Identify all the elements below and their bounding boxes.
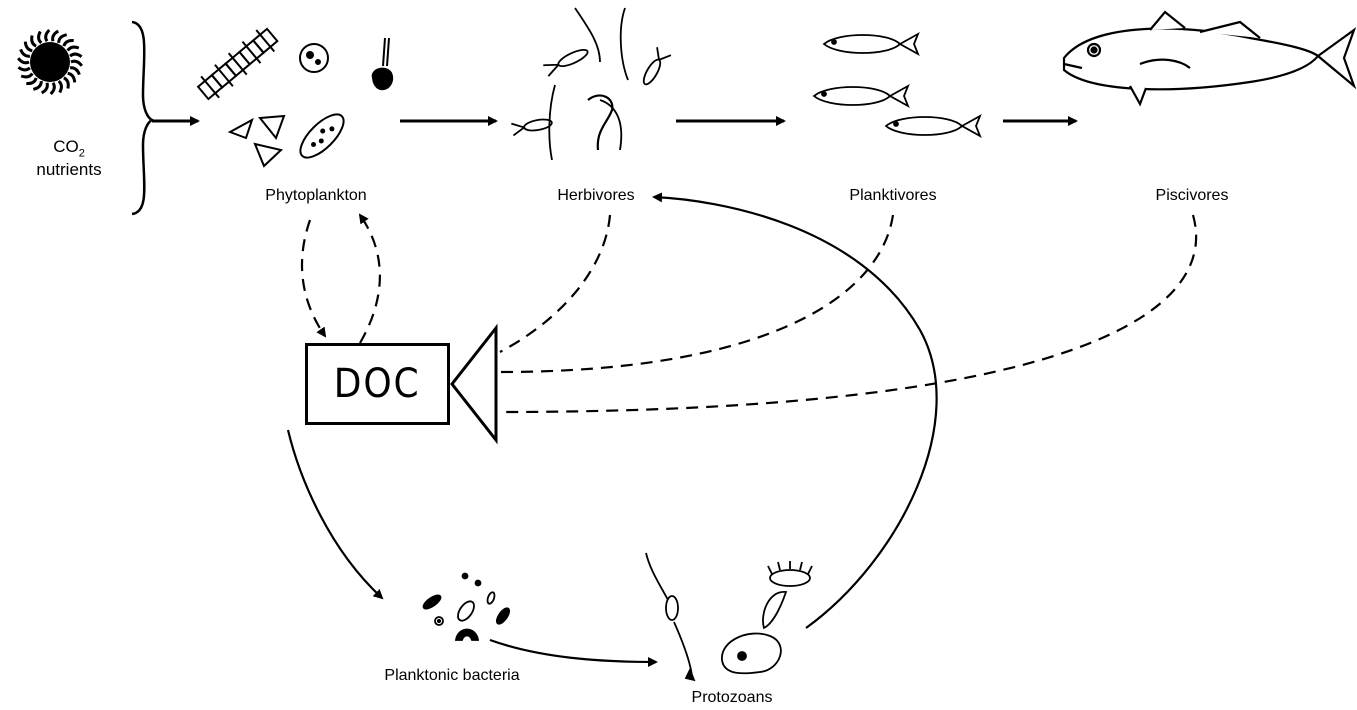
flow-herbivores-to-doc: [500, 215, 610, 352]
flow-doc-to-bacteria: [288, 430, 382, 598]
protozoans-label: Protozoans: [692, 690, 773, 706]
flow-protozoans-to-herbivores: [654, 197, 937, 628]
zooplankton-copepods-icon: [511, 8, 671, 160]
large-fish-icon: [1064, 12, 1354, 104]
nutrients-label: nutrients: [26, 160, 112, 180]
planktivores-label: Planktivores: [849, 188, 936, 204]
sun-ray: [64, 40, 74, 46]
sun-ray: [21, 73, 32, 77]
sun-ray: [32, 36, 36, 47]
protozoa-icon: [646, 553, 812, 680]
solid-flows: [288, 197, 937, 662]
sun-ray: [42, 83, 48, 93]
doc-box: DOC: [305, 343, 450, 425]
phytoplankton-label: Phytoplankton: [265, 188, 366, 204]
input-brace: [132, 22, 152, 214]
sun-ray: [18, 58, 29, 63]
bacteria-label: Planktonic bacteria: [384, 668, 519, 684]
doc-label: DOC: [334, 361, 421, 407]
small-fish-icon: [814, 34, 980, 136]
piscivores-label: Piscivores: [1156, 188, 1229, 204]
flow-bacteria-to-protozoans: [490, 640, 656, 662]
sun-ray: [39, 32, 42, 43]
sun-icon: [18, 30, 82, 94]
flow-doc-to-phytoplankton: [360, 215, 380, 343]
bacteria-icon: [422, 574, 512, 641]
herbivores-label: Herbivores: [557, 188, 634, 204]
sun-ray: [51, 83, 55, 94]
co2-subscript: 2: [79, 147, 85, 159]
sun-ray: [26, 78, 36, 84]
flow-planktivores-to-doc: [500, 215, 893, 372]
sun-ray: [68, 47, 79, 51]
sun-ray: [59, 81, 62, 92]
sun-ray: [70, 54, 82, 57]
flow-phytoplankton-to-doc: [302, 220, 325, 336]
sun-ray: [53, 31, 59, 41]
co2-label: CO2: [26, 137, 112, 160]
sun-ray: [71, 61, 82, 66]
sun-ray: [18, 67, 30, 70]
sun-ray: [64, 78, 68, 89]
sun-ray: [46, 30, 50, 41]
co2-nutrients-label: CO2 nutrients: [26, 137, 112, 180]
funnel-icon: [452, 328, 496, 440]
phytoplankton-cells-icon: [194, 24, 392, 166]
